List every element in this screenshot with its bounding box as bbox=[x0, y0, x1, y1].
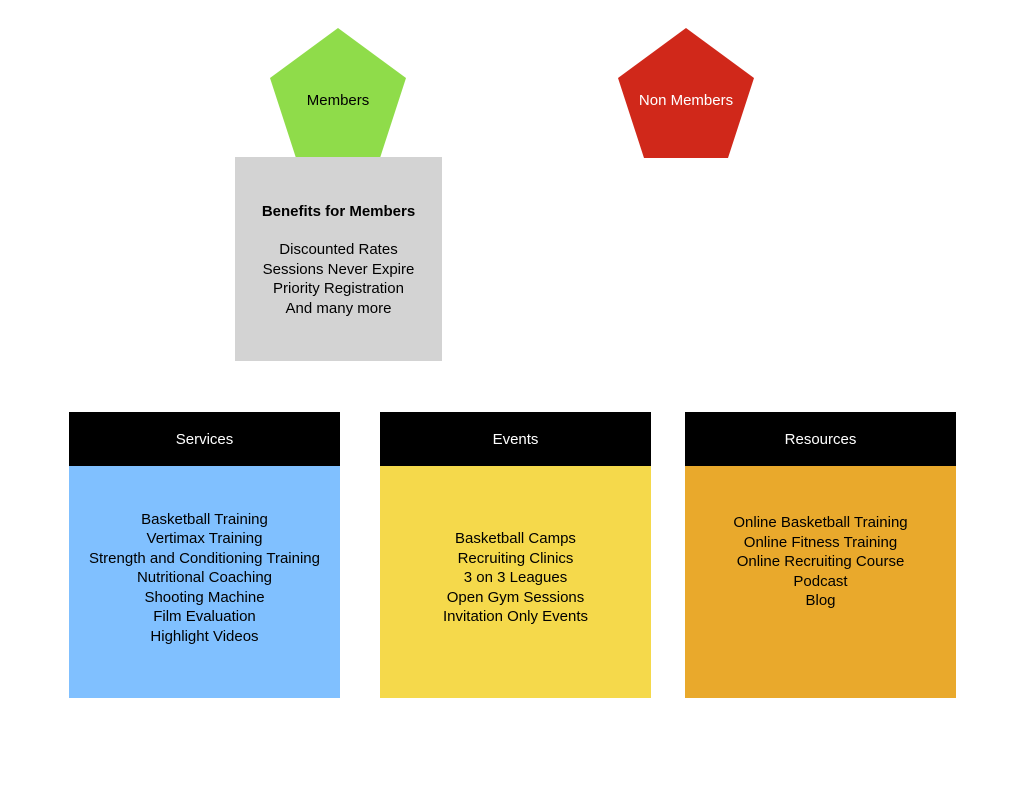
members-pentagon: Members bbox=[270, 28, 406, 158]
service-item: Basketball Training bbox=[141, 510, 268, 528]
benefits-title: Benefits for Members bbox=[261, 203, 416, 220]
resource-item: Online Basketball Training bbox=[733, 514, 908, 532]
resource-item: Online Fitness Training bbox=[743, 533, 898, 551]
benefit-item: Discounted Rates bbox=[279, 241, 398, 258]
service-item: Film Evaluation bbox=[153, 608, 256, 626]
benefits-box: Benefits for Members Discounted Rates Se… bbox=[235, 157, 442, 361]
service-item: Vertimax Training bbox=[146, 530, 263, 548]
resource-item: Blog bbox=[805, 592, 836, 610]
service-item: Highlight Videos bbox=[150, 627, 259, 645]
benefit-item: Sessions Never Expire bbox=[262, 260, 415, 278]
resource-item: Online Recruiting Course bbox=[736, 553, 905, 571]
events-header: Events bbox=[380, 412, 651, 466]
event-item: 3 on 3 Leagues bbox=[463, 569, 568, 587]
events-card: Events Basketball Camps Recruiting Clini… bbox=[380, 412, 651, 698]
services-card: Services Basketball Training Vertimax Tr… bbox=[69, 412, 340, 698]
event-item: Recruiting Clinics bbox=[457, 549, 574, 567]
event-item: Invitation Only Events bbox=[442, 608, 589, 626]
resources-card: Resources Online Basketball Training Onl… bbox=[685, 412, 956, 698]
benefit-item: Priority Registration bbox=[273, 280, 404, 297]
services-header: Services bbox=[69, 412, 340, 466]
service-item: Nutritional Coaching bbox=[136, 569, 273, 587]
resources-body: Online Basketball Training Online Fitnes… bbox=[685, 466, 956, 698]
non-members-pentagon: Non Members bbox=[618, 28, 754, 158]
service-item: Shooting Machine bbox=[144, 588, 265, 606]
benefit-item: And many more bbox=[285, 299, 392, 317]
event-item: Open Gym Sessions bbox=[446, 588, 585, 606]
services-body: Basketball Training Vertimax Training St… bbox=[69, 466, 340, 698]
resources-header: Resources bbox=[685, 412, 956, 466]
events-body: Basketball Camps Recruiting Clinics 3 on… bbox=[380, 466, 651, 698]
resource-item: Podcast bbox=[793, 572, 848, 590]
non-members-label: Non Members bbox=[638, 92, 734, 109]
members-label: Members bbox=[306, 92, 370, 109]
service-item: Strength and Conditioning Training bbox=[89, 549, 320, 567]
event-item: Basketball Camps bbox=[455, 530, 576, 548]
